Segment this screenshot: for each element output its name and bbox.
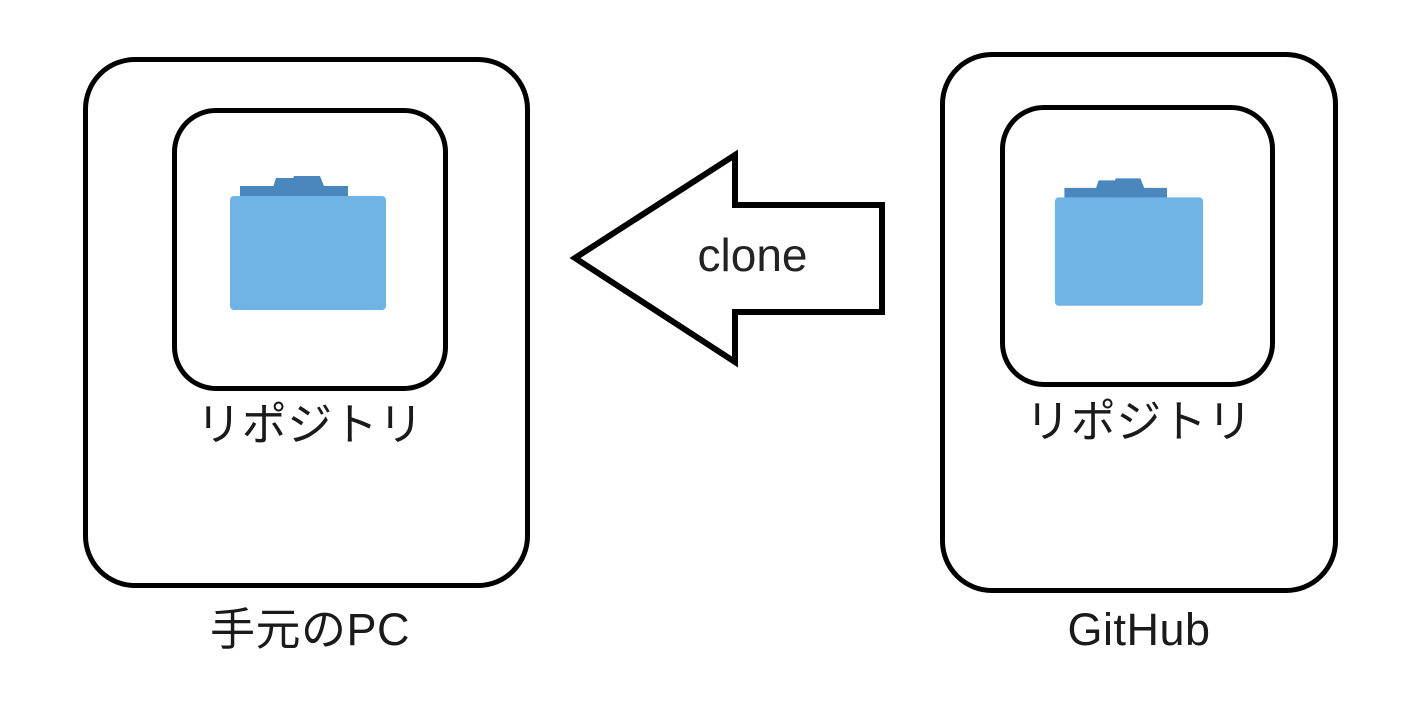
folder-icon <box>230 176 386 310</box>
github-container <box>940 52 1338 593</box>
github-repository-container <box>1000 105 1275 387</box>
left-block-arrow-icon <box>569 149 885 368</box>
local-pc-container <box>83 57 530 588</box>
github-repository-label: リポジトリ <box>1025 396 1253 447</box>
node-local-pc: リポジトリ 手元のPC <box>83 57 530 652</box>
local-pc-repository-label: リポジトリ <box>196 399 424 450</box>
arrow-clone-label: clone <box>697 229 808 281</box>
local-pc-repository-container <box>172 108 448 391</box>
github-label: GitHub <box>1067 604 1211 655</box>
folder-icon <box>1054 178 1204 306</box>
local-pc-label: 手元のPC <box>209 604 410 655</box>
node-github: リポジトリ GitHub <box>940 52 1338 652</box>
